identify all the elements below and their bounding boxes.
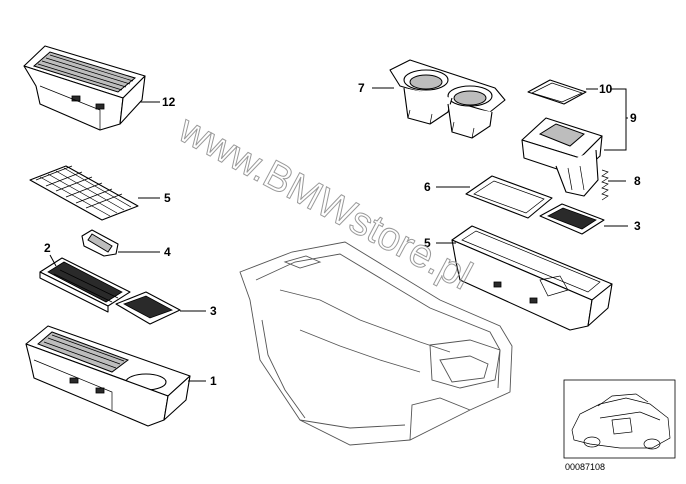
callout-11: 10 (599, 82, 613, 96)
callout-7: 6 (424, 180, 431, 194)
part-11-lid (527, 79, 587, 105)
part-1-storage-compartment (25, 325, 191, 427)
part-9-spring (601, 169, 609, 201)
part-3-rubber-mat-right (539, 203, 605, 235)
part-12-storage-tray (23, 45, 146, 131)
part-7-tray-mat (465, 175, 553, 219)
callout-12: 12 (162, 95, 176, 109)
watermark-text: www.BMWstore.pl (171, 107, 479, 299)
center-console-illustration (239, 241, 513, 446)
vehicle-location-thumbnail: 00087108 (563, 379, 676, 472)
callout-2: 2 (44, 241, 51, 255)
part-6-storage-box (451, 225, 613, 331)
callout-6: 5 (424, 236, 431, 250)
callout-8: 7 (358, 81, 365, 95)
callout-3-right: 3 (634, 219, 641, 233)
part-4-latch (81, 229, 119, 257)
callout-10: 9 (630, 111, 637, 125)
part-10-ashtray-assembly (521, 117, 603, 197)
diagram-code: 00087108 (565, 462, 605, 472)
part-8-cup-holder (389, 59, 506, 139)
callout-1: 1 (210, 374, 217, 388)
callout-4: 4 (164, 245, 171, 259)
callout-9: 8 (634, 174, 641, 188)
callout-labels: 12 5 4 2 3 1 7 10 9 8 6 3 5 (44, 81, 641, 388)
part-3-rubber-mat-left (115, 291, 181, 325)
part-5-roller-cover (29, 165, 139, 221)
leader-lines (49, 87, 628, 382)
callout-5: 5 (164, 191, 171, 205)
callout-3-left: 3 (210, 304, 217, 318)
